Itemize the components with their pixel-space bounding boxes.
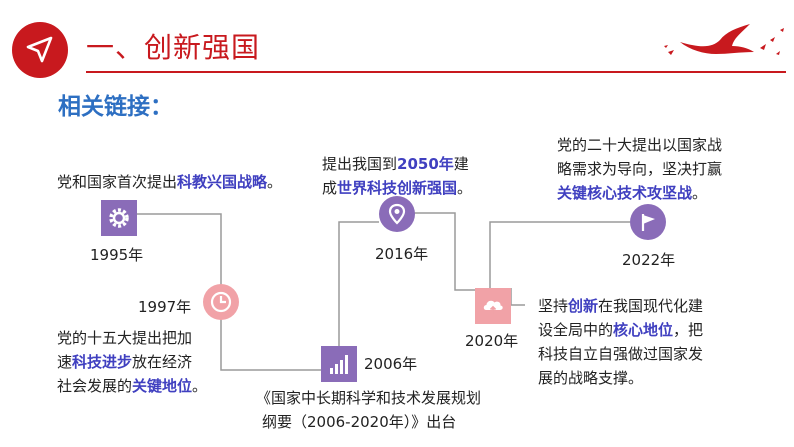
highlight-text: 科教兴国战略 [177,173,268,191]
event-2022-text: 党的二十大提出以国家战 略需求为导向，坚决打赢 关键核心技术攻坚战。 [557,133,722,205]
highlight-text: 科技进步 [72,353,133,371]
year-1997: 1997年 [138,298,192,316]
text-segment: 。 [692,184,708,202]
event-1995-text: 党和国家首次提出科教兴国战略。 [57,170,282,194]
event-1997-text: 党的十五大提出把加 速科技进步放在经济 社会发展的关键地位。 [57,326,207,398]
page-title: 一、创新强国 [86,31,261,64]
node-2016 [379,196,415,232]
bar-chart-icon [330,355,348,374]
text-line: 提出我国到2050年建 [322,152,472,176]
event-2016-text: 提出我国到2050年建 成世界科技创新强国。 [322,152,472,200]
text-line: 成世界科技创新强国。 [322,176,472,200]
text-segment: 《国家中长期科学和技术发展规划 [256,389,482,407]
text-line: 展的战略支撑。 [538,366,703,390]
year-2020: 2020年 [465,332,519,350]
section-subtitle: 相关链接： [58,94,173,120]
highlight-text: 创新 [568,297,599,315]
send-arrow-icon [26,36,53,63]
doves-icon [664,24,784,55]
text-line: 设全局中的核心地位，把 [538,318,703,342]
text-segment: 在我国现代化建 [598,297,704,315]
year-1995: 1995年 [90,246,144,264]
highlight-text: 关键核心技术攻坚战 [557,184,693,202]
event-2020-text: 坚持创新在我国现代化建 设全局中的核心地位，把 科技自立自强做过国家发 展的战略… [538,294,703,390]
year-2016: 2016年 [375,245,429,263]
text-line: 略需求为导向，坚决打赢 [557,157,722,181]
location-pin-icon [388,203,406,225]
node-2022 [630,204,666,240]
text-segment: 。 [267,173,283,191]
node-2020 [475,288,511,324]
gear-icon [109,208,129,228]
text-segment: 坚持 [538,297,569,315]
text-segment: 党的十五大提出把加 [57,329,193,347]
highlight-text: 核心地位 [613,321,674,339]
text-segment: 。 [192,377,208,395]
text-line: 党的十五大提出把加 [57,326,207,350]
highlight-text: 关键地位 [132,377,193,395]
text-line: 《国家中长期科学和技术发展规划 [256,386,481,410]
text-segment: 速 [57,353,73,371]
text-segment: 设全局中的 [538,321,614,339]
node-1997 [203,284,239,320]
text-line: 关键核心技术攻坚战。 [557,181,722,205]
year-2006: 2006年 [364,355,418,373]
highlight-text: 2050年 [397,155,454,173]
text-segment: 。 [457,179,473,197]
text-segment: 成 [322,179,338,197]
flag-icon [641,214,655,231]
text-segment: 党的二十大提出以国家战 [557,136,723,154]
text-line: 坚持创新在我国现代化建 [538,294,703,318]
text-segment: 提出我国到 [322,155,398,173]
year-2022: 2022年 [622,251,676,269]
text-line: 党和国家首次提出科教兴国战略。 [57,170,282,194]
text-line: 社会发展的关键地位。 [57,374,207,398]
text-segment: 党和国家首次提出 [57,173,178,191]
highlight-text: 世界科技创新强国 [337,179,458,197]
text-segment: 纲要（2006-2020年）》出台 [262,413,457,431]
cloud-upload-icon [483,300,503,314]
text-line: 科技自立自强做过国家发 [538,342,703,366]
text-segment: 社会发展的 [57,377,133,395]
text-segment: 科技自立自强做过国家发 [538,345,704,363]
text-line: 党的二十大提出以国家战 [557,133,722,157]
node-1995 [101,200,137,236]
event-2006-text: 《国家中长期科学和技术发展规划 纲要（2006-2020年）》出台 [256,386,481,434]
text-line: 速科技进步放在经济 [57,350,207,374]
header-badge [12,22,68,78]
text-segment: 略需求为导向，坚决打赢 [557,160,723,178]
node-2006 [321,346,357,382]
text-segment: 建 [453,155,469,173]
header-divider [86,71,786,73]
text-line: 纲要（2006-2020年）》出台 [256,410,481,434]
clock-icon [210,291,232,313]
text-segment: 放在经济 [132,353,193,371]
text-segment: 展的战略支撑。 [538,369,644,387]
text-segment: ，把 [673,321,704,339]
